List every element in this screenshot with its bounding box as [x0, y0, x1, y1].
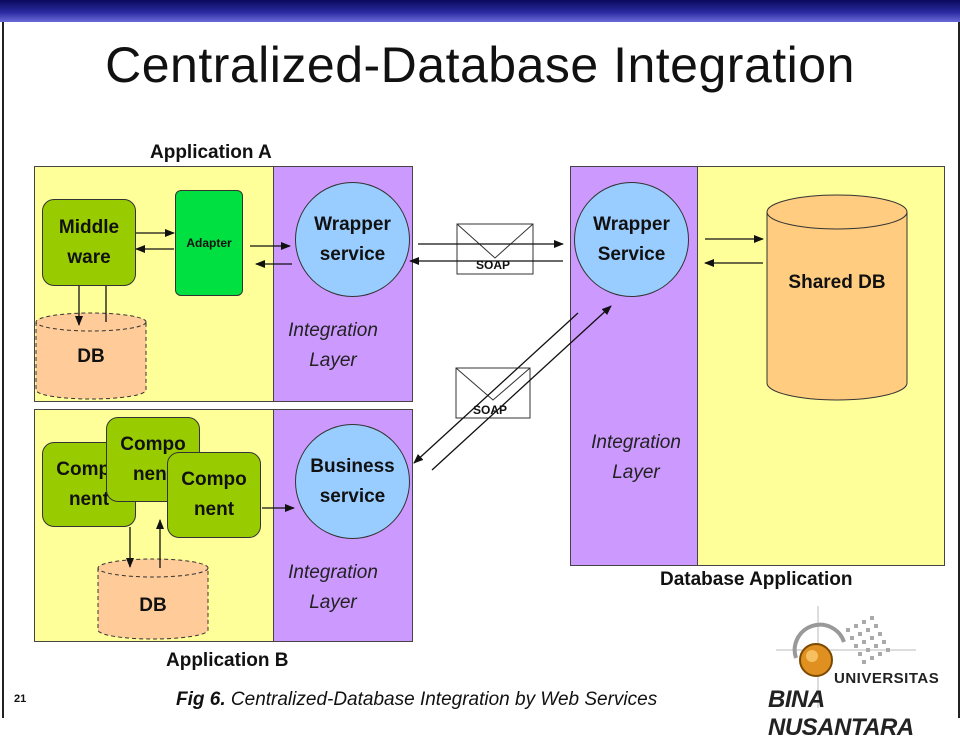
db-cylinder-b: [97, 558, 209, 640]
logo-emblem-icon: [776, 606, 916, 708]
figure-caption: Fig 6. Centralized-Database Integration …: [176, 689, 657, 711]
wrapper-service-a: Wrapper service: [295, 182, 410, 297]
soap-envelope-top: [456, 223, 534, 275]
page-number: 21: [14, 693, 27, 705]
arrow-soap-diag-down: [413, 312, 579, 464]
arrow-soap-diag-up: [431, 305, 612, 471]
shared-db-cylinder: [766, 194, 908, 401]
database-application-label: Database Application: [660, 569, 853, 590]
business-service: Business service: [295, 424, 410, 539]
integration-layer-db-label: Integration Layer: [591, 432, 681, 483]
soap-label-bottom: SOAP: [473, 403, 508, 417]
db-cylinder-a: [35, 312, 147, 400]
soap-label-top: SOAP: [476, 258, 511, 272]
integration-layer-b-label: Integration Layer: [288, 562, 378, 613]
db-b-label: DB: [139, 595, 167, 616]
logo-line-2: BINA NUSANTARA: [768, 686, 914, 741]
slide-title: Centralized-Database Integration: [105, 37, 855, 93]
top-bar: [0, 0, 960, 22]
application-a-label: Application A: [150, 142, 272, 163]
application-b-label: Application B: [166, 650, 289, 671]
shared-db-label: Shared DB: [788, 272, 886, 293]
wrapper-service-db: Wrapper Service: [574, 182, 689, 297]
logo-line-1: UNIVERSITAS: [834, 670, 940, 687]
soap-envelope-bottom: [455, 367, 531, 419]
db-a-label: DB: [77, 346, 105, 367]
slide-frame: [2, 22, 960, 718]
component-box-1: Compo nent: [42, 442, 136, 527]
university-logo: UNIVERSITAS BINA NUSANTARA: [766, 598, 956, 741]
integration-layer-a-label: Integration Layer: [288, 320, 378, 371]
adapter-box: Adapter: [175, 190, 243, 296]
diagram-graphics: [35, 194, 908, 640]
caption-text: Centralized-Database Integration by Web …: [225, 689, 658, 710]
middleware-box: Middle ware: [42, 199, 136, 286]
caption-prefix: Fig 6.: [176, 689, 226, 710]
component-box-3: Compo nent: [167, 452, 261, 538]
